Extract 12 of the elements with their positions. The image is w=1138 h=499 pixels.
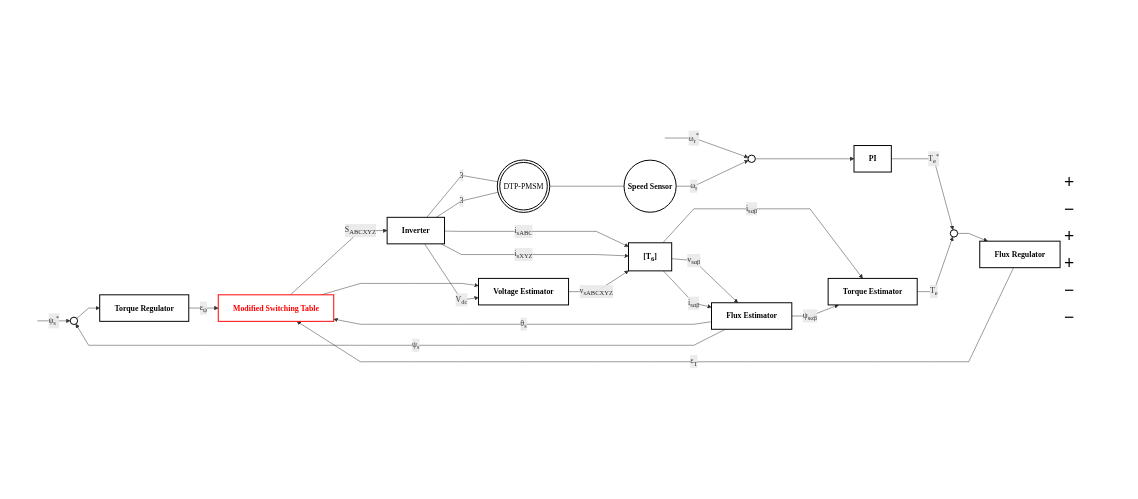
- sign-label: +: [1064, 225, 1076, 247]
- node-circle: [747, 154, 756, 163]
- sign-label: −: [1064, 306, 1076, 328]
- connector: [426, 175, 498, 218]
- sign-label: +: [1064, 252, 1076, 274]
- connector: [549, 185, 625, 187]
- sign-label: −: [1064, 198, 1076, 220]
- node-circle: [69, 316, 79, 325]
- node-circle: [949, 229, 959, 238]
- connector: [436, 192, 499, 218]
- sign-label: +: [1064, 171, 1076, 193]
- sign-label: −: [1064, 279, 1076, 301]
